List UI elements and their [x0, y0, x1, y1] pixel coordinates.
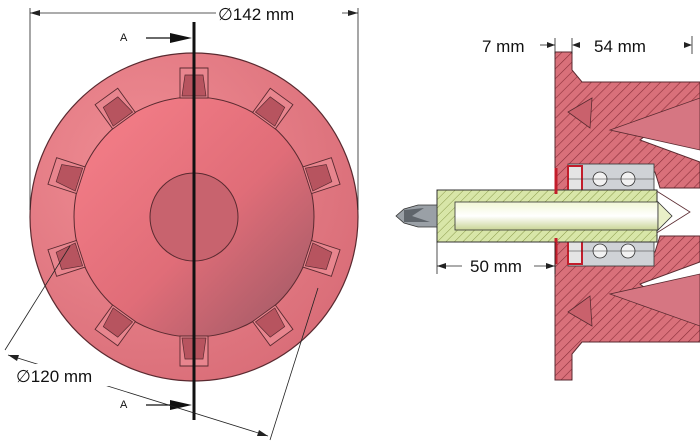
dim-flange-thickness: 7 mm [482, 37, 525, 56]
shaft-tip [657, 201, 673, 231]
section-marker-bottom: A [120, 399, 128, 411]
dim-outer-diameter: ∅142 mm [218, 5, 294, 24]
shaft-core [454, 201, 659, 231]
dim-50-arrow-left [437, 263, 446, 269]
pocket [302, 239, 341, 277]
dim-142-label-bg [216, 1, 342, 25]
pocket [302, 157, 341, 195]
dim-7-arrow [547, 42, 555, 48]
rib-lower [608, 273, 700, 327]
dim-142-arrow-right [348, 10, 358, 16]
dim-120-ext-1 [4, 245, 71, 351]
pocket [251, 304, 294, 347]
dim-50-arrow-right [546, 263, 555, 269]
dim-120-arrow-1 [8, 355, 19, 361]
pocket [47, 157, 86, 195]
dim-body-depth: 54 mm [594, 37, 646, 56]
pocket-face-upper [567, 97, 593, 129]
bearing-upper [567, 163, 655, 195]
front-view: A A ∅142 mm ∅120 mm [4, 1, 359, 441]
dim-120-ext-2 [269, 287, 319, 441]
pocket [94, 304, 137, 347]
pocket [251, 87, 294, 130]
dim-120-arrow-2 [257, 430, 268, 436]
dim-120-label-bg [14, 364, 112, 386]
dim-142-arrow-left [30, 10, 40, 16]
pocket [94, 87, 137, 130]
dim-shaft-length: 50 mm [470, 257, 522, 276]
dim-inner-diameter: ∅120 mm [16, 367, 92, 386]
section-view: 7 mm 54 mm 50 mm [395, 36, 700, 381]
pocket-ring [47, 67, 341, 367]
dim-54-arrow-left [572, 42, 580, 48]
section-marker-top: A [120, 32, 128, 44]
dim-54-arrow-right [684, 42, 692, 48]
pocket [47, 239, 86, 277]
pocket-face-lower [567, 295, 593, 327]
tool-flute [404, 208, 430, 222]
rib-upper [608, 97, 700, 151]
section-arrow-top-head [170, 33, 192, 43]
tool-tip [395, 204, 438, 228]
